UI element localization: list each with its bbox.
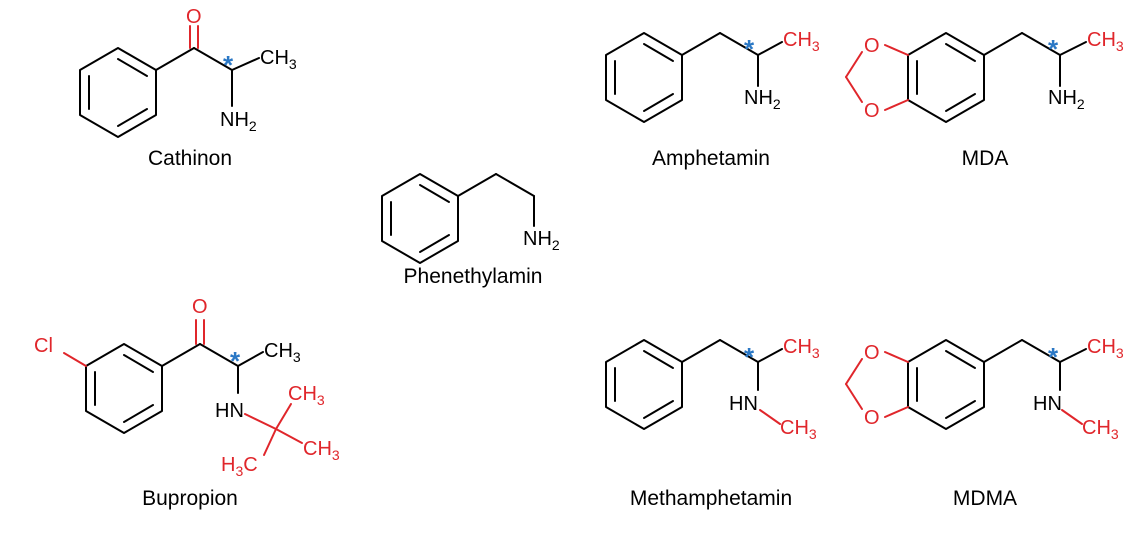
- cathinon-benzene-ring: [79, 47, 157, 138]
- bupropion-amine-group: HN: [215, 400, 244, 422]
- molecule-label-methamphetamin: Methamphetamin: [630, 487, 792, 510]
- molecule-mda: O O * CH3 NH2 MDA: [845, 29, 1124, 170]
- methamphetamin-benzene-ring: [605, 339, 683, 430]
- mda-stereocenter-marker: *: [1048, 34, 1059, 64]
- amphetamin-amine-group: NH2: [744, 87, 781, 112]
- mdma-amine-group: HN: [1033, 393, 1062, 415]
- mdma-oxygen-atom-bottom: O: [864, 407, 880, 429]
- mda-benzene-ring: [907, 32, 985, 123]
- mdma-dioxole-ring: [845, 351, 909, 418]
- mda-oxygen-atom-bottom: O: [864, 100, 880, 122]
- phenethylamin-benzene-ring: [381, 173, 459, 264]
- mda-side-chain: [983, 32, 1087, 87]
- phenethylamin-amine-group: NH2: [523, 228, 560, 253]
- molecule-phenethylamin: NH2 Phenethylamin: [381, 173, 560, 288]
- bupropion-chlorine-atom: Cl: [34, 335, 53, 357]
- molecule-amphetamin: * CH3 NH2 Amphetamin: [605, 29, 820, 170]
- bupropion-methyl-group: CH3: [264, 340, 301, 365]
- methamphetamin-side-chain: [681, 339, 783, 425]
- molecule-cathinon: O * CH3 NH2 Cathinon: [79, 6, 297, 170]
- cathinon-oxygen-atom: O: [186, 6, 202, 28]
- methamphetamin-stereocenter-marker: *: [744, 342, 755, 372]
- molecule-label-mdma: MDMA: [953, 487, 1017, 510]
- molecule-label-amphetamin: Amphetamin: [652, 147, 770, 170]
- amphetamin-stereocenter-marker: *: [744, 34, 755, 64]
- mdma-oxygen-atom-top: O: [864, 342, 880, 364]
- mdma-side-chain: [983, 339, 1087, 425]
- bupropion-tert-butyl-group: [244, 403, 303, 456]
- mdma-methyl-group: CH3: [1087, 336, 1124, 361]
- bupropion-benzene-ring: [85, 343, 163, 434]
- cathinon-amine-group: NH2: [220, 109, 257, 134]
- molecule-label-mda: MDA: [962, 147, 1009, 170]
- molecule-mdma: O O * CH3 HN CH3 MDMA: [845, 336, 1124, 510]
- mdma-n-methyl-group: CH3: [1082, 417, 1119, 442]
- methamphetamin-n-methyl-group: CH3: [780, 417, 817, 442]
- bupropion-oxygen-atom: O: [192, 296, 208, 318]
- cathinon-methyl-group: CH3: [260, 47, 297, 72]
- amphetamin-benzene-ring: [605, 32, 683, 123]
- cathinon-side-chain: [155, 25, 260, 107]
- molecule-label-bupropion: Bupropion: [142, 487, 238, 510]
- bupropion-tbu-methyl-right: CH3: [303, 438, 340, 463]
- mda-dioxole-ring: [845, 44, 909, 111]
- molecule-bupropion: Cl O * CH3 HN CH3 CH3 H3C Bupropion: [34, 296, 340, 510]
- mdma-stereocenter-marker: *: [1048, 342, 1059, 372]
- mda-methyl-group: CH3: [1087, 29, 1124, 54]
- bupropion-tbu-methyl-bottom: H3C: [221, 454, 258, 479]
- mda-oxygen-atom-top: O: [864, 35, 880, 57]
- molecule-label-cathinon: Cathinon: [148, 147, 232, 170]
- phenethylamin-side-chain: [457, 173, 535, 227]
- bupropion-side-chain: [161, 319, 264, 394]
- bupropion-tbu-methyl-top: CH3: [288, 383, 325, 408]
- bupropion-chlorine-bond: [63, 352, 87, 367]
- methamphetamin-methyl-group: CH3: [783, 336, 820, 361]
- amphetamin-side-chain: [681, 32, 783, 87]
- molecule-methamphetamin: * CH3 HN CH3 Methamphetamin: [605, 336, 820, 510]
- amphetamin-methyl-group: CH3: [783, 29, 820, 54]
- mda-amine-group: NH2: [1048, 87, 1085, 112]
- bupropion-stereocenter-marker: *: [230, 346, 241, 376]
- molecule-label-phenethylamin: Phenethylamin: [404, 265, 543, 288]
- mdma-benzene-ring: [907, 339, 985, 430]
- methamphetamin-amine-group: HN: [729, 393, 758, 415]
- cathinon-stereocenter-marker: *: [223, 50, 234, 80]
